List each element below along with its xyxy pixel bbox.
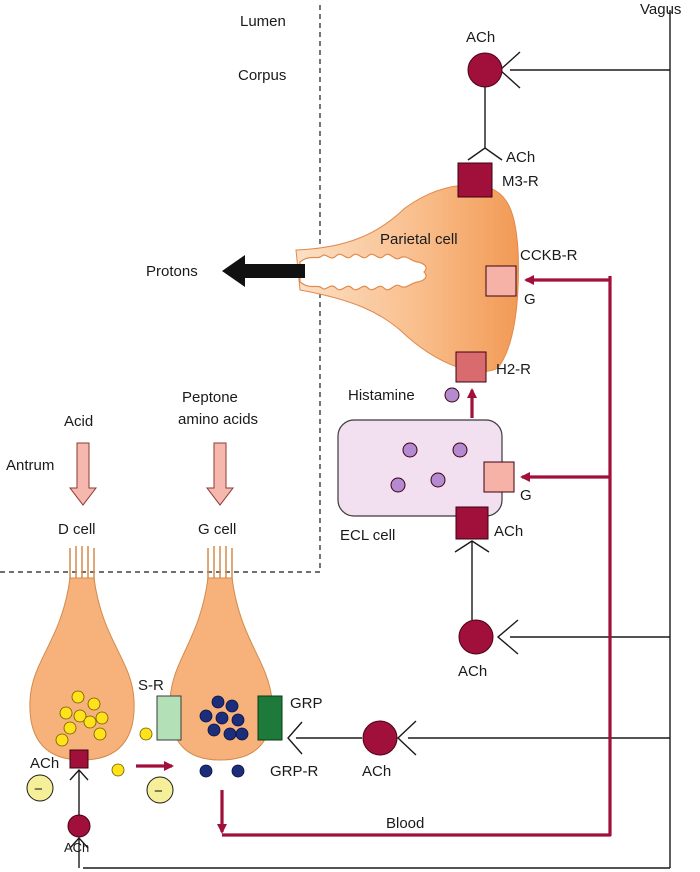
g-cell [169,577,273,761]
ecl-cell [337,419,503,517]
peptone-label: Peptone [182,389,238,406]
protons-label: Protons [146,263,198,280]
g-cell-label: G cell [198,521,236,538]
ach-neuron-mid [454,540,670,655]
gastrin-molecule [199,764,213,778]
d-cell-inhibition-badge [26,774,54,802]
amino-acids-label: amino acids [178,411,258,428]
cckb-receptor [485,265,517,297]
ach-top-label: ACh [466,29,495,46]
somatostatin-molecule [139,727,153,741]
histamine-granule [430,472,446,488]
histamine-label: Histamine [348,387,415,404]
lumen-label: Lumen [240,13,286,30]
g-parietal-label: G [524,291,536,308]
d-cell [29,577,135,761]
parietal-cell-label: Parietal cell [380,231,458,248]
antrum-label: Antrum [6,457,54,474]
ach-mid-label: ACh [458,663,487,680]
ach-neuron-bottom [67,814,91,838]
ach-d-label: ACh [30,755,59,772]
protons-arrow [222,255,305,287]
ach-bottom-label: ACh [64,840,89,855]
h2-receptor [455,351,487,383]
d-cell-label: D cell [58,521,96,538]
g-cell-inhibition-badge [146,776,174,804]
corpus-label: Corpus [238,67,286,84]
canaliculus [299,253,427,291]
peptone-input-arrow [205,442,235,506]
ecl-m3-receptor [455,506,489,540]
grpr-label: GRP-R [270,763,319,780]
acid-input-arrow [68,442,98,506]
ach-neuron-top [467,51,670,161]
histamine-molecule [444,387,460,403]
ecl-cell-label: ECL cell [340,527,395,544]
cckbr-label: CCKB-R [520,247,578,264]
histamine-granule [390,477,406,493]
ach-grp-label: ACh [362,763,391,780]
acid-label: Acid [64,413,93,430]
grp-receptor [257,695,283,741]
somatostatin-granules [55,690,109,747]
ecl-cckb-receptor [483,461,515,493]
blood-label: Blood [386,815,424,832]
gastrin-molecule [231,764,245,778]
inhibit-sign-g: − [154,783,163,800]
somatostatin-molecule [111,763,125,777]
grp-label: GRP [290,695,323,712]
grp-neuron [287,720,670,756]
d-cell-microvilli [69,546,95,580]
vagus-label: Vagus [640,1,681,18]
g-ecl-label: G [520,487,532,504]
ach-m3-label: ACh [506,149,535,166]
g-cell-microvilli [207,546,233,580]
h2r-label: H2-R [496,361,531,378]
histamine-granule [452,442,468,458]
inhibit-sign-d: − [34,781,43,798]
d-cell-m-receptor [69,749,89,769]
blood-vessel [222,276,612,837]
gastrin-granules [199,695,249,741]
ach-ecl-label: ACh [494,523,523,540]
m3r-label: M3-R [502,173,539,190]
histamine-granule [402,442,418,458]
sr-label: S-R [138,677,164,694]
somatostatin-receptor [156,695,182,741]
m3-receptor [457,162,493,198]
